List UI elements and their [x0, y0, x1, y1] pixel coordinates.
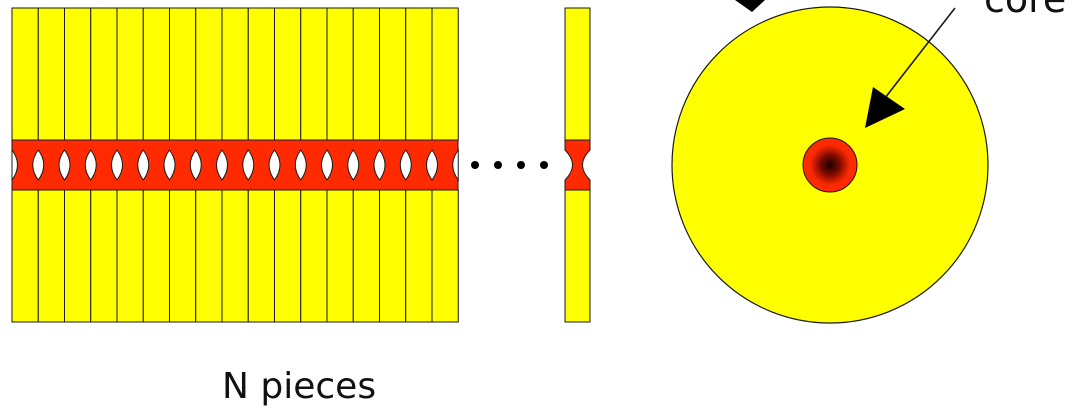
- piece-top: [90, 7, 118, 141]
- top-arrow-head: [735, 0, 765, 12]
- piece-bottom: [64, 189, 92, 323]
- piece-bottom: [90, 189, 118, 323]
- piece-bottom: [326, 189, 354, 323]
- piece-top: [64, 7, 92, 141]
- gap-hole: [268, 149, 281, 181]
- piece-top: [247, 7, 275, 141]
- gap-hole: [216, 149, 228, 181]
- last-piece-top: [564, 7, 591, 141]
- gap-hole: [84, 149, 97, 181]
- gap-hole: [399, 149, 412, 181]
- core-label: core: [984, 0, 1066, 21]
- piece-top: [352, 7, 380, 141]
- piece-top: [274, 7, 302, 141]
- red-band: [11, 139, 459, 191]
- piece-bottom: [195, 189, 223, 323]
- piece-bottom: [300, 189, 328, 323]
- piece-bottom: [221, 189, 249, 323]
- last-piece-pinch: [564, 139, 591, 191]
- piece-bottom: [405, 189, 433, 323]
- piece-top: [116, 7, 144, 141]
- piece-bottom: [11, 189, 39, 323]
- piece-top: [221, 7, 249, 141]
- ellipsis-dots: [471, 161, 548, 169]
- piece-bottom: [142, 189, 170, 323]
- gap-hole: [426, 149, 438, 181]
- piece-top: [195, 7, 223, 141]
- gap-hole: [111, 149, 123, 181]
- piece-top: [379, 7, 407, 141]
- piece-bottom: [116, 189, 144, 323]
- ellipsis-dot: [540, 161, 548, 169]
- piece-top: [37, 7, 65, 141]
- pieces-stack: [11, 7, 459, 323]
- piece-top: [300, 7, 328, 141]
- piece-top: [431, 7, 459, 141]
- piece-bottom: [431, 189, 459, 323]
- piece-bottom: [37, 189, 65, 323]
- gap-hole: [242, 149, 255, 181]
- gap-hole: [347, 149, 360, 181]
- gap-hole: [189, 149, 202, 181]
- piece-top: [405, 7, 433, 141]
- cross-section: [671, 0, 989, 324]
- ellipsis-dot: [494, 161, 502, 169]
- piece-top: [142, 7, 170, 141]
- gap-hole: [294, 149, 307, 181]
- last-piece-bottom: [564, 189, 591, 323]
- piece-bottom: [352, 189, 380, 323]
- piece-top: [326, 7, 354, 141]
- holes-group: [11, 148, 459, 182]
- piece-bottom: [247, 189, 275, 323]
- core-arrow-head: [865, 87, 905, 128]
- piece-top: [169, 7, 197, 141]
- gap-hole: [452, 148, 459, 182]
- pieces-caption: N pieces: [222, 366, 376, 407]
- gap-hole: [373, 149, 386, 181]
- piece-bottom: [379, 189, 407, 323]
- gap-hole: [58, 149, 71, 181]
- gap-hole: [11, 148, 18, 182]
- gap-hole: [137, 149, 150, 181]
- piece-top: [11, 7, 39, 141]
- core-arrow-line: [884, 7, 956, 99]
- last-piece: [564, 7, 591, 323]
- piece-bottom: [169, 189, 197, 323]
- core-circle: [802, 137, 858, 193]
- gap-hole: [321, 149, 333, 181]
- ellipsis-dot: [517, 161, 525, 169]
- gap-hole: [163, 149, 176, 181]
- ellipsis-dot: [471, 161, 479, 169]
- piece-bottom: [274, 189, 302, 323]
- gap-hole: [32, 149, 45, 181]
- pieces-group: [11, 7, 459, 323]
